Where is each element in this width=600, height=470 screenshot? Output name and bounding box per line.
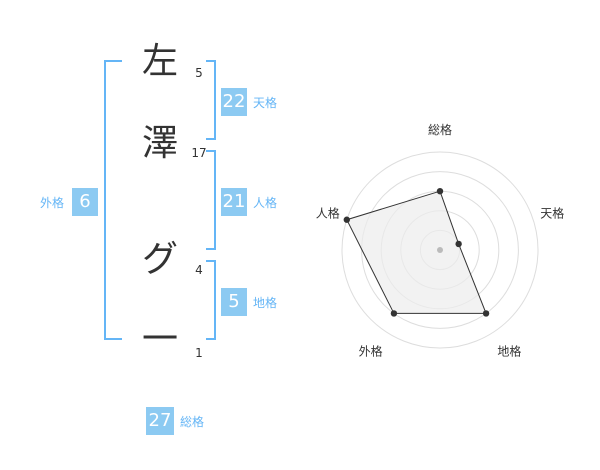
radar-point-5 — [343, 216, 350, 223]
stroke-count-3: 4 — [195, 263, 203, 277]
radar-center-dot — [437, 247, 443, 253]
name-char-2: 澤 — [141, 123, 178, 164]
gaikaku-label: 外格 — [40, 196, 65, 210]
stroke-count-2: 17 — [191, 146, 207, 160]
jinkaku-value: 21 — [221, 188, 247, 216]
radar-axis-label-4: 外格 — [359, 343, 383, 358]
tenkaku-label: 天格 — [253, 96, 278, 110]
jinkaku-label: 人格 — [253, 196, 278, 210]
chikaku-label: 地格 — [253, 296, 278, 310]
radar-axis-label-3: 地格 — [497, 343, 521, 358]
name-char-3: グ — [141, 239, 178, 280]
gaikaku-value: 6 — [72, 188, 98, 216]
radar-axis-label-5: 人格 — [316, 206, 340, 221]
radar-point-1 — [436, 188, 444, 195]
soukaku-label: 総格 — [180, 415, 205, 429]
radar-data-area — [346, 190, 487, 314]
name-char-1: 左 — [141, 41, 178, 82]
radar-point-4 — [390, 310, 398, 317]
soukaku-value: 27 — [146, 407, 174, 435]
stroke-count-4: 1 — [195, 346, 203, 360]
radar-point-2 — [455, 240, 462, 248]
tenkaku-value: 22 — [221, 88, 247, 116]
radar-grid-ring — [341, 151, 539, 349]
name-char-4: 一 — [141, 319, 178, 360]
radar-axis-label-2: 天格 — [540, 206, 564, 221]
stroke-count-1: 5 — [195, 66, 203, 80]
radar-axis-label-1: 総格 — [428, 122, 452, 137]
chikaku-value: 5 — [221, 288, 247, 316]
radar-point-3 — [482, 310, 490, 317]
